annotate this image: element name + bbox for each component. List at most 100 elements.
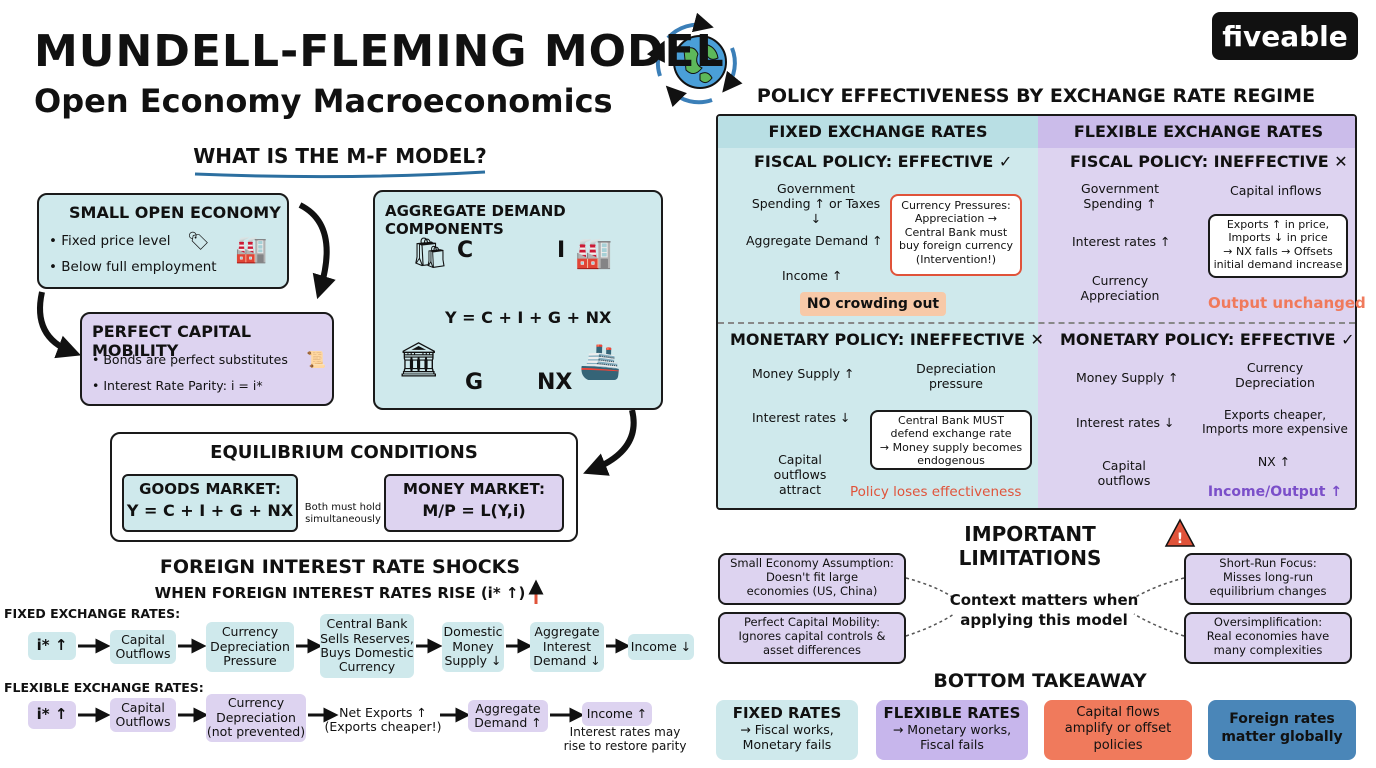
takeaway-flex-text: → Monetary works, Fiscal fails: [892, 722, 1012, 752]
capital-mobility-item: • Bonds are perfect substitutes: [92, 352, 288, 367]
flex-header-band: [1038, 116, 1355, 148]
small-open-title: SMALL OPEN ECONOMY: [69, 203, 281, 222]
shocks-title: FOREIGN INTEREST RATE SHOCKS: [159, 556, 521, 578]
fixed-step: Domestic Money Supply ↓: [442, 622, 504, 672]
money-market-title: MONEY MARKET:: [403, 480, 545, 498]
equilibrium-box: EQUILIBRIUM CONDITIONS GOODS MARKET: Y =…: [110, 432, 578, 542]
fixed-step: i* ↑: [28, 632, 76, 660]
flex-fiscal-step: Currency Appreciation: [1080, 273, 1160, 303]
small-open-economy-box: SMALL OPEN ECONOMY • Fixed price level •…: [37, 193, 289, 289]
flex-step: i* ↑: [28, 701, 76, 729]
takeaway-foreign: Foreign rates matter globally: [1208, 700, 1356, 760]
flex-monetary-step: Interest rates ↓: [1076, 415, 1175, 430]
fixed-monetary-step: Capital outflows attract: [773, 452, 827, 497]
what-is-heading: WHAT IS THE M-F MODEL?: [193, 144, 487, 168]
flex-step: Currency Depreciation (not prevented): [206, 694, 306, 742]
fixed-fiscal-result: NO crowding out: [800, 292, 946, 316]
policy-title: POLICY EFFECTIVENESS BY EXCHANGE RATE RE…: [756, 85, 1316, 107]
takeaway-fixed-text: → Fiscal works, Monetary fails: [740, 722, 834, 752]
flex-header: FLEXIBLE EXCHANGE RATES: [1073, 122, 1324, 141]
flex-monetary-chain: Currency Depreciation: [1235, 360, 1315, 390]
flex-monetary-result: Income/Output ↑: [1207, 484, 1343, 500]
goods-market-box: GOODS MARKET: Y = C + I + G + NX: [122, 474, 298, 532]
flex-monetary-step: Capital outflows: [1097, 458, 1151, 488]
flex-fiscal-result: Output unchanged: [1208, 294, 1366, 312]
limitations-title: IMPORTANT LIMITATIONS: [958, 522, 1102, 570]
fixed-step: Currency Depreciation Pressure: [206, 622, 294, 672]
ad-components-title: AGGREGATE DEMAND COMPONENTS: [385, 202, 566, 238]
factory-icon: 🏭: [235, 235, 268, 265]
flex-fiscal-title: FISCAL POLICY: INEFFECTIVE ✕: [1070, 152, 1348, 171]
goods-market-eq: Y = C + I + G + NX: [126, 501, 294, 520]
flex-fiscal-step: Government Spending ↑: [1081, 181, 1159, 211]
limitation-item: Oversimplification: Real economies have …: [1184, 612, 1352, 664]
limitations-center: Context matters when applying this model: [949, 591, 1139, 630]
fixed-step: Capital Outflows: [110, 630, 176, 664]
row-divider: [718, 322, 1355, 324]
bond-icon: 📜: [306, 350, 326, 369]
fixed-step: Aggregate Interest Demand ↓: [530, 622, 604, 672]
limitation-item: Perfect Capital Mobility: Ignores capita…: [718, 612, 906, 664]
flex-monetary-chain: NX ↑: [1257, 454, 1291, 469]
money-market-box: MONEY MARKET: M/P = L(Y,i): [384, 474, 564, 532]
takeaway-fixed: FIXED RATES → Fiscal works, Monetary fai…: [716, 700, 858, 760]
capital-mobility-item: • Interest Rate Parity: i = i*: [92, 378, 263, 393]
fixed-monetary-pressure: Depreciation pressure: [916, 361, 996, 391]
flex-fiscal-box: Exports ↑ in price, Imports ↓ in price →…: [1208, 214, 1348, 278]
takeaway-flex: FLEXIBLE RATES → Monetary works, Fiscal …: [876, 700, 1028, 760]
limitation-item: Small Economy Assumption: Doesn't fit la…: [718, 553, 906, 605]
flex-note: Interest rates may rise to restore parit…: [563, 725, 687, 753]
flex-step: Capital Outflows: [110, 698, 176, 732]
flex-step: Income ↑: [582, 702, 652, 726]
takeaway-fixed-title: FIXED RATES: [732, 704, 842, 722]
small-open-item: • Below full employment: [49, 259, 217, 275]
small-open-item: • Fixed price level: [49, 233, 171, 249]
fixed-monetary-step: Money Supply ↑: [752, 366, 855, 381]
flex-step: Aggregate Demand ↑: [468, 700, 548, 732]
fixed-monetary-step: Interest rates ↓: [752, 410, 851, 425]
page-subtitle: Open Economy Macroeconomics: [34, 82, 613, 120]
price-tag-icon: 🏷: [187, 231, 210, 252]
fixed-monetary-box: Central Bank MUST defend exchange rate →…: [870, 410, 1032, 470]
ad-c-label: C: [457, 238, 474, 263]
fixed-monetary-title: MONETARY POLICY: INEFFECTIVE ✕: [730, 330, 1044, 349]
ad-nx-label: NX: [537, 370, 573, 395]
equilibrium-note: Both must hold simultaneously: [304, 502, 382, 525]
flex-fiscal-step: Interest rates ↑: [1072, 234, 1171, 249]
money-market-eq: M/P = L(Y,i): [422, 501, 526, 520]
factory-gear-icon: 🏭: [575, 236, 613, 271]
svg-text:!: !: [1177, 531, 1183, 547]
flex-monetary-title: MONETARY POLICY: EFFECTIVE ✓: [1060, 330, 1355, 349]
capital-mobility-title: PERFECT CAPITAL MOBILITY: [92, 322, 252, 360]
ad-i-label: I: [557, 238, 566, 263]
ad-g-label: G: [465, 370, 484, 395]
ad-components-box: AGGREGATE DEMAND COMPONENTS 🛍 C I 🏭 Y = …: [373, 190, 663, 410]
takeaway-capital: Capital flows amplify or offset policies: [1044, 700, 1192, 760]
fiveable-logo: fiveable: [1212, 12, 1358, 60]
flex-step: Net Exports ↑ (Exports cheaper!): [324, 704, 442, 734]
flex-fiscal-inflow: Capital inflows: [1230, 183, 1322, 198]
fixed-fiscal-step: Government Spending ↑ or Taxes ↓: [751, 181, 881, 226]
flex-monetary-chain: Exports cheaper, Imports more expensive: [1202, 408, 1348, 437]
fixed-fiscal-step: Aggregate Demand ↑: [746, 233, 883, 248]
limitation-item: Short-Run Focus: Misses long-run equilib…: [1184, 553, 1352, 605]
equilibrium-title: EQUILIBRIUM CONDITIONS: [210, 442, 478, 463]
takeaway-title: BOTTOM TAKEAWAY: [933, 670, 1147, 692]
flex-column: [1038, 116, 1355, 508]
fixed-header: FIXED EXCHANGE RATES: [768, 122, 988, 141]
fixed-step: Income ↓: [628, 634, 694, 660]
fixed-fiscal-title: FISCAL POLICY: EFFECTIVE ✓: [754, 152, 1013, 171]
fixed-header-band: [718, 116, 1038, 148]
fixed-monetary-result: Policy loses effectiveness: [850, 484, 1022, 500]
page-title: MUNDELL-FLEMING MODEL: [34, 26, 725, 77]
goods-market-title: GOODS MARKET:: [139, 480, 281, 498]
fixed-fiscal-box: Currency Pressures: Appreciation → Centr…: [890, 194, 1022, 276]
ad-equation: Y = C + I + G + NX: [445, 308, 612, 327]
takeaway-flex-title: FLEXIBLE RATES: [883, 704, 1021, 722]
shocks-fixed-label: FIXED EXCHANGE RATES:: [4, 606, 181, 621]
flex-monetary-step: Money Supply ↑: [1076, 370, 1179, 385]
shocks-flex-label: FLEXIBLE EXCHANGE RATES:: [4, 680, 204, 695]
shocks-subtitle: WHEN FOREIGN INTEREST RATES RISE (i* ↑): [154, 584, 526, 602]
capital-mobility-box: PERFECT CAPITAL MOBILITY • Bonds are per…: [80, 312, 334, 406]
fixed-fiscal-step: Income ↑: [782, 268, 843, 283]
